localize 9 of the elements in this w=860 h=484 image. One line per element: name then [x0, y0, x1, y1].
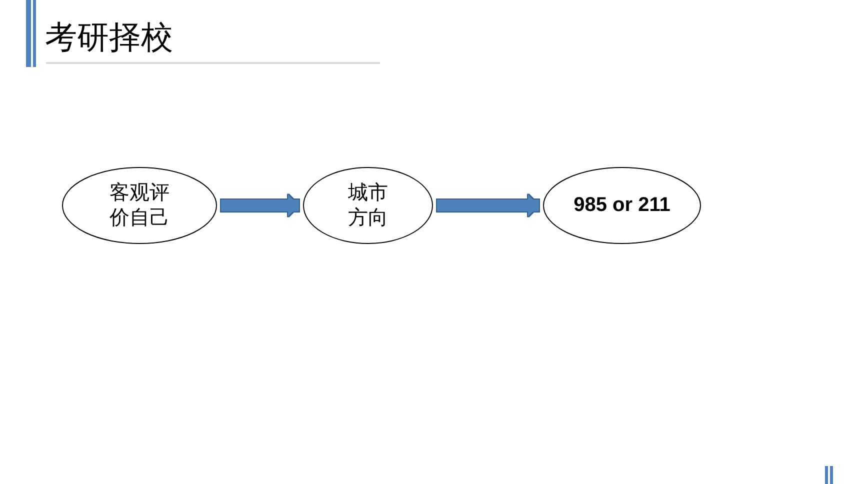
- process-ellipse: [62, 167, 217, 244]
- process-ellipse: [303, 167, 433, 244]
- block-arrow: [437, 194, 539, 216]
- node-label: 城市方向: [347, 180, 389, 230]
- block-arrow: [221, 194, 299, 216]
- slide-title: 考研择校: [45, 17, 173, 57]
- process-ellipse: [543, 167, 701, 244]
- node-label: 客观评价自己: [108, 180, 170, 230]
- node-label: 985 or 211: [574, 193, 670, 218]
